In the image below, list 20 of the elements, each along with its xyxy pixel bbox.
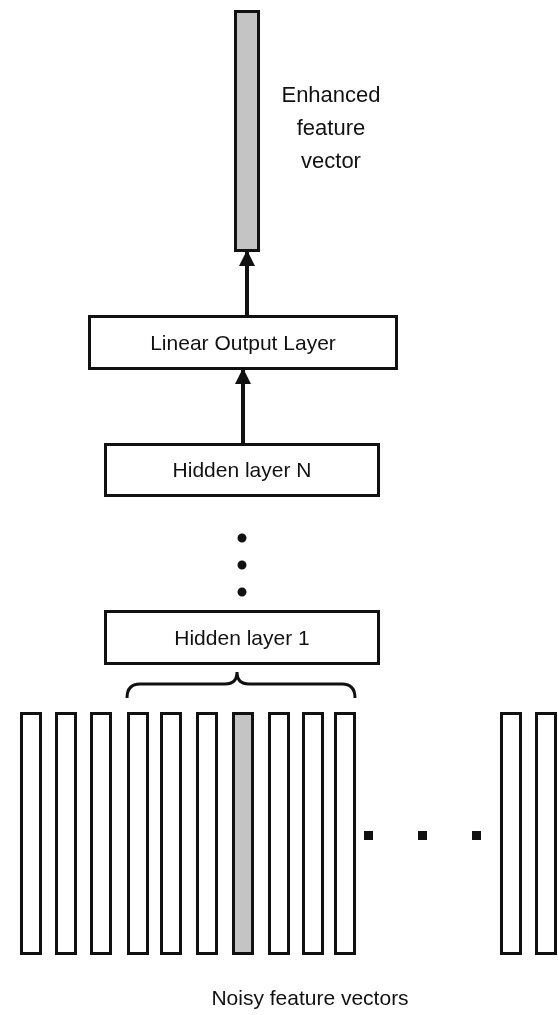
vector-bar	[500, 712, 522, 955]
vector-bar	[268, 712, 290, 955]
layer-box: Hidden layer 1	[104, 610, 380, 665]
vector-bar	[232, 712, 254, 955]
vector-bar	[55, 712, 77, 955]
caption-text: Noisy feature vectors	[210, 985, 410, 1011]
vector-bar	[127, 712, 149, 955]
arrow	[239, 250, 255, 315]
arrow	[235, 368, 251, 443]
vector-bar	[196, 712, 218, 955]
vector-bar	[160, 712, 182, 955]
vector-bar	[20, 712, 42, 955]
layer-box: Hidden layer N	[104, 443, 380, 497]
vector-bar	[334, 712, 356, 955]
vector-bar	[234, 10, 260, 252]
vector-bar	[90, 712, 112, 955]
layer-box: Linear Output Layer	[88, 315, 398, 370]
vector-bar	[535, 712, 557, 955]
vector-caption: Enhanced feature vector	[280, 81, 382, 175]
vector-bar	[302, 712, 324, 955]
